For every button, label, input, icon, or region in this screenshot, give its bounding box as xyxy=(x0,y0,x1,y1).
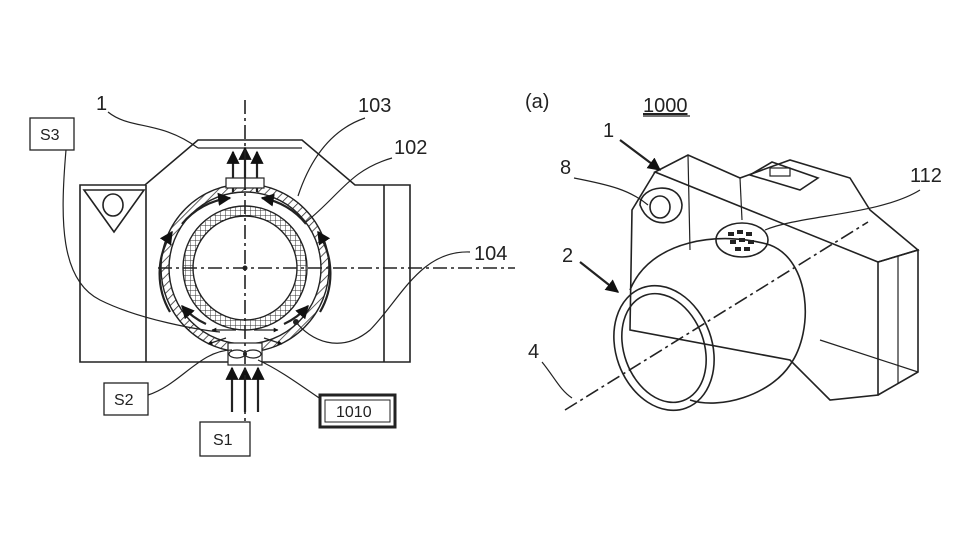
right-figure: (a) 1000 1 8 2 4 112 xyxy=(525,91,942,412)
flow-arrow-bottom-right xyxy=(283,305,309,325)
leader-102 xyxy=(305,157,393,223)
leader-1010 xyxy=(257,359,326,403)
hot-shoe xyxy=(769,167,791,177)
arrow-1 xyxy=(619,139,662,171)
lens-front-rim xyxy=(613,284,715,412)
grip-hole-8 xyxy=(649,195,671,219)
lens-front-inner xyxy=(621,292,707,404)
body-bottom-line xyxy=(819,339,919,373)
flow-arrow-top-left xyxy=(181,192,232,225)
label-104: 104 xyxy=(474,243,507,265)
label-1: 1 xyxy=(96,93,107,115)
label-4: 4 xyxy=(528,341,539,363)
flow-arrow-bottom-left xyxy=(181,305,207,325)
grip-triangle xyxy=(82,189,146,234)
flow-arrow-top-right xyxy=(260,193,307,225)
s1-box xyxy=(199,421,251,457)
small-arrow xyxy=(207,337,227,345)
leader-112 xyxy=(764,189,921,231)
flow-arrow-left-up xyxy=(158,230,173,313)
body-corner-line xyxy=(687,154,691,251)
leader-103 xyxy=(297,117,366,197)
camera-body-outline xyxy=(79,139,411,363)
module-1010-inner xyxy=(324,399,391,423)
leader-8 xyxy=(573,177,649,206)
s3-box xyxy=(29,117,75,151)
label-112: 112 xyxy=(910,165,942,187)
leader-S2 xyxy=(147,349,233,396)
camera-front-face xyxy=(629,171,879,401)
leader-4 xyxy=(541,361,573,399)
s2-box xyxy=(103,382,149,416)
grip-hole xyxy=(102,193,124,217)
lens-barrel xyxy=(629,237,807,404)
label-8: 8 xyxy=(560,157,571,179)
camera-top-face xyxy=(653,154,920,263)
label-S1: S1 xyxy=(213,432,233,449)
label-S2: S2 xyxy=(114,392,134,409)
label-2: 2 xyxy=(562,245,573,267)
flow-arrow-right-up xyxy=(317,230,332,313)
label-1-right: 1 xyxy=(603,120,614,142)
label-103: 103 xyxy=(358,95,391,117)
center-point xyxy=(242,265,248,271)
label-1000: 1000 xyxy=(643,95,688,117)
label-panel-a: (a) xyxy=(525,91,549,113)
leader-104 xyxy=(295,251,471,344)
leader-1 xyxy=(107,111,199,149)
left-figure: 1 103 102 104 S3 S2 S1 1010 xyxy=(29,93,515,457)
viewfinder-hump xyxy=(748,161,820,191)
label-S3: S3 xyxy=(40,127,60,144)
strap-lug xyxy=(639,187,683,224)
label-1010: 1010 xyxy=(336,404,372,421)
optical-axis-4 xyxy=(564,221,869,411)
body-corner-line xyxy=(739,177,743,221)
arrow-2 xyxy=(579,261,620,293)
vent-112 xyxy=(715,222,769,258)
small-arrow xyxy=(263,337,283,345)
label-102: 102 xyxy=(394,137,427,159)
leader-S3 xyxy=(62,149,221,333)
